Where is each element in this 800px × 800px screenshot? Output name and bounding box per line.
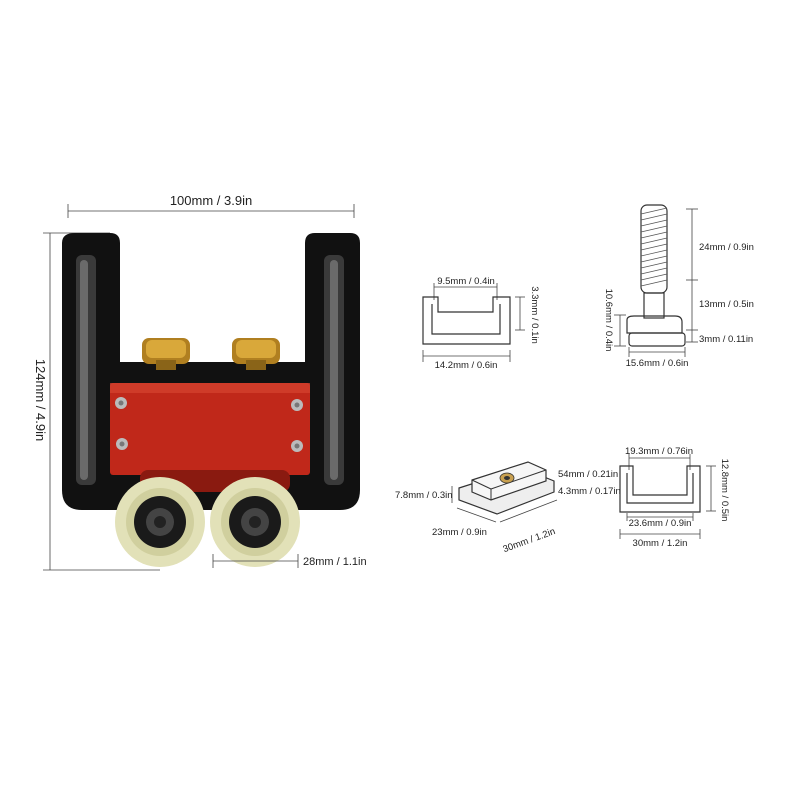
track-bottom-depth: 12.8mm / 0.5in: [719, 459, 730, 522]
red-plate: [110, 383, 310, 475]
bolt-head: [626, 315, 683, 334]
track-bottom-outer-width: 30mm / 1.2in: [633, 538, 688, 549]
t-bolt: 24mm / 0.9in 13mm / 0.5in 3mm / 0.11in 1…: [603, 204, 754, 369]
width-dimension: 100mm / 3.9in: [67, 193, 355, 218]
main-tool: 100mm / 3.9in 124mm / 4.9in: [33, 193, 367, 571]
bolt-thread: [640, 204, 668, 294]
track-profile-top: 9.5mm / 0.4in 3.3mm / 0.1in 14.2mm / 0.6…: [422, 276, 540, 371]
right-slot-shine: [330, 260, 338, 480]
bolt-head-height: 10.6mm / 0.4in: [603, 289, 614, 352]
track-bottom-inner-width: 23.6mm / 0.9in: [629, 518, 692, 529]
bolt-thread-length: 24mm / 0.9in: [699, 242, 754, 253]
track-top-shape: [422, 296, 511, 345]
track-top-depth: 3.3mm / 0.1in: [529, 286, 540, 344]
slider-length: 30mm / 1.2in: [501, 526, 556, 555]
tool-height-label: 124mm / 4.9in: [33, 359, 48, 441]
plate-screws: [115, 397, 303, 452]
right-wheel: [210, 477, 300, 567]
track-top-inner-width: 9.5mm / 0.4in: [437, 276, 495, 287]
bolt-head-width: 15.6mm / 0.6in: [626, 358, 689, 369]
tool-width-label: 100mm / 3.9in: [170, 193, 252, 208]
left-slot-shine: [80, 260, 88, 480]
bolt-shank-length: 13mm / 0.5in: [699, 299, 754, 310]
wheel-dimension: 28mm / 1.1in: [212, 554, 367, 568]
right-knob: [232, 338, 280, 370]
bolt-shank: [643, 292, 665, 319]
track-bottom-shape: [619, 465, 701, 513]
wheel-width-label: 28mm / 1.1in: [303, 556, 367, 568]
slider-base-thickness: 4.3mm / 0.17in: [558, 486, 621, 497]
slider-top-thickness: 54mm / 0.21in: [558, 469, 618, 480]
left-knob: [142, 338, 190, 370]
left-wheel: [115, 477, 205, 567]
slider-block: 7.8mm / 0.3in 54mm / 0.21in 4.3mm / 0.17…: [395, 461, 621, 555]
bolt-head-thickness: 3mm / 0.11in: [699, 334, 753, 345]
slider-width: 23mm / 0.9in: [432, 527, 487, 538]
slider-height: 7.8mm / 0.3in: [395, 490, 453, 501]
track-top-outer-width: 14.2mm / 0.6in: [435, 360, 498, 371]
track-profile-bottom: 19.3mm / 0.76in 12.8mm / 0.5in 23.6mm / …: [619, 446, 730, 549]
track-bottom-top-width: 19.3mm / 0.76in: [625, 446, 693, 457]
